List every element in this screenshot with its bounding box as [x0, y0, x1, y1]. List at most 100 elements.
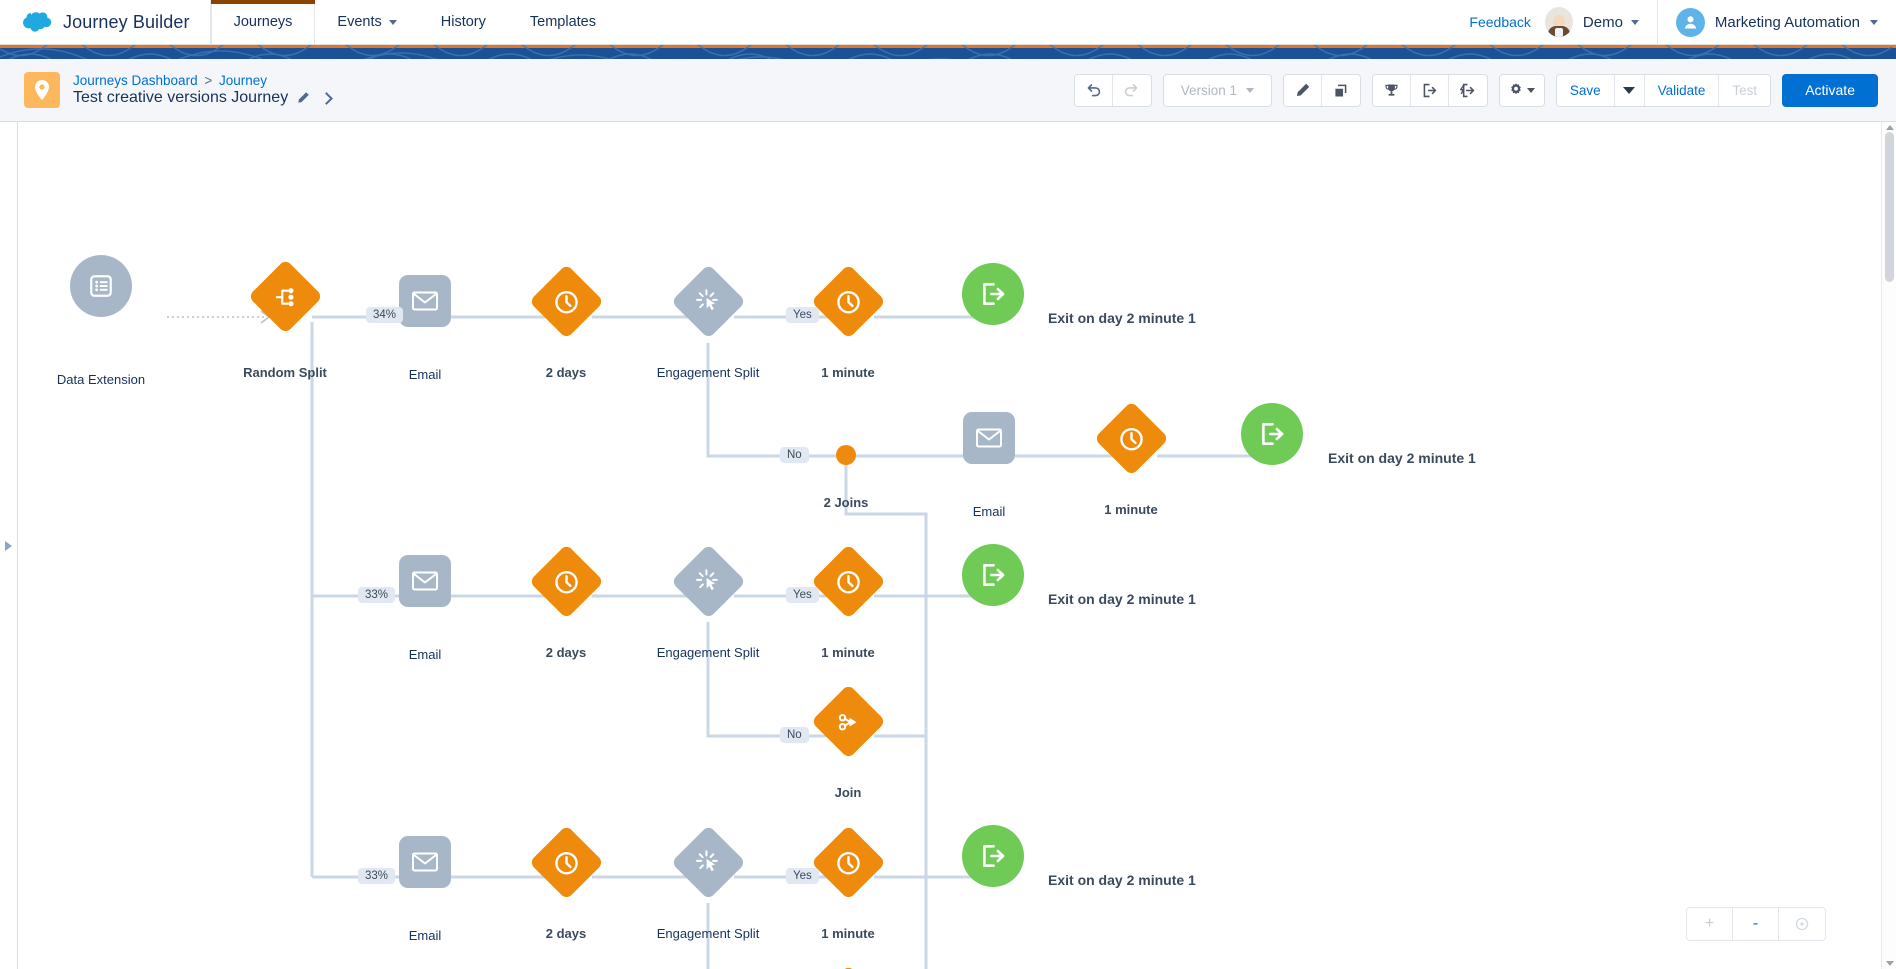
gear-icon[interactable]	[1499, 74, 1544, 106]
journey-node-label-wait-6: 2 days	[545, 926, 587, 941]
journey-title-block: Journeys Dashboard > Journey Test creati…	[73, 73, 334, 107]
trophy-icon[interactable]	[1372, 74, 1411, 106]
clock-icon-shape	[528, 543, 604, 619]
journey-node-wait-1[interactable]	[528, 263, 604, 339]
nav-tab-events[interactable]: Events	[315, 0, 418, 44]
zoom-out-button[interactable]: -	[1733, 908, 1779, 940]
save-button[interactable]: Save	[1556, 74, 1615, 106]
journey-node-exit-2[interactable]	[1241, 403, 1303, 465]
demo-menu[interactable]: Demo	[1579, 0, 1658, 44]
clock-icon-shape	[810, 824, 886, 900]
random-split-icon	[272, 283, 298, 309]
journey-node-label-exit-4: Exit on day 2 minute 1	[1048, 872, 1196, 888]
journey-node-label-exit-1: Exit on day 2 minute 1	[1048, 310, 1196, 326]
journey-node-label-wait-4: 2 days	[545, 645, 587, 660]
activate-button[interactable]: Activate	[1782, 73, 1878, 107]
exit-icon	[979, 842, 1007, 870]
journey-node-wait-4[interactable]	[528, 543, 604, 619]
journey-node-label-wait-1: 2 days	[545, 365, 587, 380]
scrollbar-thumb[interactable]	[1885, 132, 1894, 282]
nav-tab-events-label: Events	[337, 14, 382, 30]
edge-label-yes: Yes	[786, 307, 819, 323]
journey-node-wait-5[interactable]	[810, 543, 886, 619]
email-icon	[412, 852, 438, 872]
chevron-down-icon	[1527, 87, 1536, 93]
journey-toolbar: Journeys Dashboard > Journey Test creati…	[0, 59, 1896, 122]
breadcrumb-separator: >	[204, 73, 213, 88]
clock-icon-shape	[1093, 400, 1169, 476]
journey-node-label-engagement-split-1: Engagement Split	[656, 365, 760, 380]
pencil-icon[interactable]	[1283, 74, 1322, 106]
journey-node-wait-2[interactable]	[810, 263, 886, 339]
exit-criteria-icon[interactable]	[1448, 74, 1487, 106]
journey-node-engagement-split-2[interactable]	[670, 543, 746, 619]
clock-icon	[835, 849, 861, 875]
user-photo-avatar[interactable]	[1544, 7, 1573, 37]
version-selector[interactable]: Version 1	[1163, 74, 1271, 106]
journey-node-random-split[interactable]	[247, 258, 323, 334]
clock-icon	[553, 849, 579, 875]
journey-node-email-1[interactable]	[399, 275, 451, 327]
vertical-scrollbar[interactable]	[1881, 122, 1896, 969]
left-panel-rail	[0, 122, 18, 969]
breadcrumb-root[interactable]: Journeys Dashboard	[73, 73, 198, 88]
demo-label: Demo	[1582, 13, 1623, 31]
zoom-in-button[interactable]: +	[1687, 908, 1733, 940]
journey-node-exit-1[interactable]	[962, 263, 1024, 325]
expand-panel-icon[interactable]	[5, 540, 12, 551]
user-menu[interactable]: Marketing Automation	[1658, 0, 1896, 44]
feedback-link[interactable]: Feedback	[1455, 0, 1544, 44]
decorative-texture-band	[0, 45, 1896, 59]
feedback-label: Feedback	[1469, 14, 1531, 30]
history-button-group	[1073, 73, 1152, 107]
edge-label-33pct: 33%	[358, 587, 396, 603]
copy-layers-icon[interactable]	[1321, 74, 1360, 106]
journey-node-label-engagement-split-3: Engagement Split	[656, 926, 760, 941]
engagement-split-icon-shape	[670, 824, 746, 900]
nav-tab-history[interactable]: History	[419, 0, 508, 44]
journey-node-wait-6[interactable]	[528, 824, 604, 900]
nav-tab-journeys[interactable]: Journeys	[210, 0, 316, 44]
journey-node-engagement-split-3[interactable]	[670, 824, 746, 900]
nav-tab-templates[interactable]: Templates	[508, 0, 618, 44]
journey-node-wait-7[interactable]	[810, 824, 886, 900]
engagement-split-icon-shape	[670, 543, 746, 619]
clock-icon	[835, 568, 861, 594]
exit-icon	[979, 561, 1007, 589]
scroll-down-icon[interactable]	[1886, 961, 1894, 966]
edge-label-yes: Yes	[786, 587, 819, 603]
nav-tab-journeys-label: Journeys	[233, 14, 293, 30]
journey-node-label-wait-2: 1 minute	[821, 365, 875, 380]
zoom-reset-icon[interactable]	[1779, 908, 1825, 940]
chevron-right-icon[interactable]	[320, 91, 334, 105]
join-icon-shape	[810, 683, 886, 759]
join-dot-icon-shape	[836, 445, 856, 465]
chevron-down-icon	[1245, 87, 1254, 93]
journey-node-email-3[interactable]	[399, 555, 451, 607]
journey-node-exit-4[interactable]	[962, 825, 1024, 887]
engagement-split-icon	[695, 849, 722, 876]
edge-label-no: No	[780, 447, 809, 463]
journey-node-exit-3[interactable]	[962, 544, 1024, 606]
journey-node-join-1[interactable]	[810, 683, 886, 759]
breadcrumb[interactable]: Journeys Dashboard > Journey	[73, 73, 331, 88]
journey-node-entry[interactable]	[70, 255, 132, 317]
journey-node-email-4[interactable]	[399, 836, 451, 888]
journey-node-engagement-split-1[interactable]	[670, 263, 746, 339]
undo-icon[interactable]	[1074, 74, 1113, 106]
test-button: Test	[1719, 74, 1771, 106]
save-options-button[interactable]	[1614, 74, 1645, 106]
journey-node-wait-3[interactable]	[1093, 400, 1169, 476]
redo-icon[interactable]	[1112, 74, 1151, 106]
exit-arrow-icon[interactable]	[1410, 74, 1449, 106]
pencil-icon[interactable]	[296, 91, 310, 105]
app-brand[interactable]: Journey Builder	[0, 0, 211, 44]
journey-node-label-two-joins: 2 Joins	[823, 495, 869, 510]
validate-button[interactable]: Validate	[1644, 74, 1720, 106]
email-icon	[412, 571, 438, 591]
chevron-down-icon	[1870, 19, 1878, 25]
journey-node-two-joins[interactable]	[836, 445, 856, 465]
scroll-up-icon[interactable]	[1886, 125, 1894, 130]
journey-node-email-2[interactable]	[963, 412, 1015, 464]
